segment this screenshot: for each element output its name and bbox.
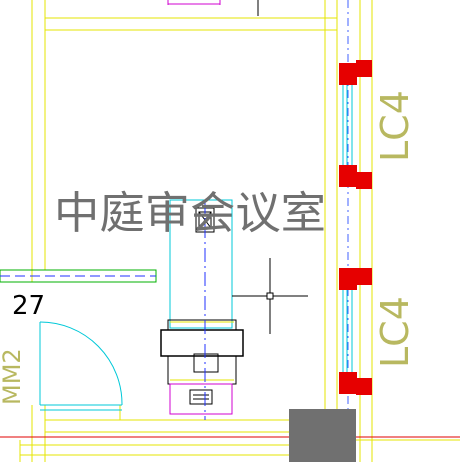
window-glazing (342, 80, 353, 375)
room-number-label: 27 (12, 291, 45, 321)
crosshair-cursor-icon (232, 258, 308, 334)
room-name-label: 中庭审会议室 (54, 188, 326, 239)
door-swing (39, 321, 123, 411)
top-fixtures (167, 0, 259, 16)
column-block (289, 409, 356, 462)
column-markers (339, 60, 372, 395)
door-label: MM2 (0, 348, 26, 405)
corridor-rail (0, 269, 157, 283)
window-label-upper: LC4 (373, 90, 417, 162)
conference-table (160, 199, 244, 420)
window-label-lower: LC4 (373, 296, 417, 368)
